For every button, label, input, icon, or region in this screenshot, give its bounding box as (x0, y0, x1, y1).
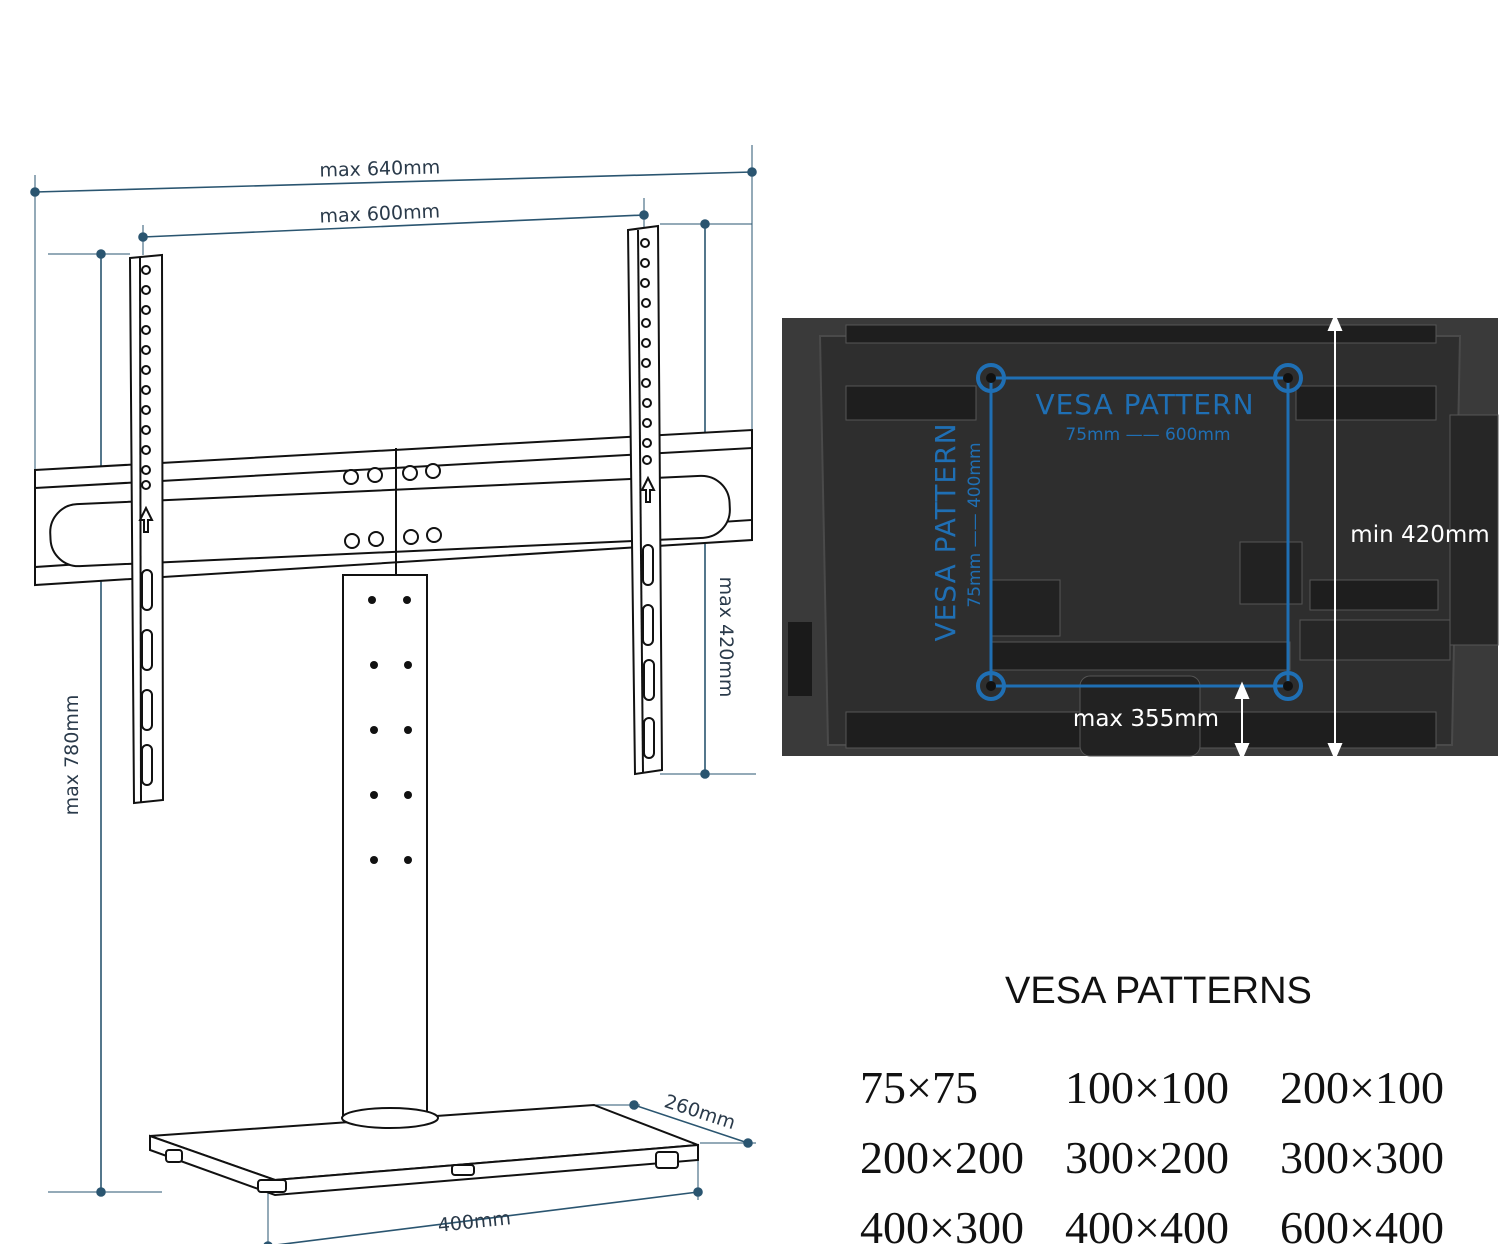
vesa-pattern-item: 600×400 (1280, 1202, 1444, 1253)
dim-label-max-600: max 600mm (319, 200, 441, 227)
dim-label-400: 400mm (437, 1207, 512, 1237)
vesa-pattern-item: 400×300 (860, 1202, 1024, 1253)
tv-back (782, 313, 1499, 761)
vesa-horizontal-label: VESA PATTERN (1035, 388, 1254, 421)
vesa-vertical-range: 75mm —— 400mm (965, 442, 985, 607)
vesa-pattern-item: 200×100 (1280, 1062, 1444, 1113)
vesa-pattern-item: 300×200 (1065, 1132, 1229, 1183)
vesa-vertical-label: VESA PATTERN (929, 422, 962, 641)
vesa-pattern-item: 200×200 (860, 1132, 1024, 1183)
dimension-lines (30, 145, 757, 1244)
vesa-pattern-item: 75×75 (860, 1062, 978, 1113)
vesa-patterns-title: VESA PATTERNS (1005, 970, 1312, 1012)
vesa-pattern-item: 300×300 (1280, 1132, 1444, 1183)
stand-drawing (34, 224, 753, 1197)
min-420-label: min 420mm (1350, 522, 1489, 548)
vesa-patterns-grid: 75×75 100×100 200×100 200×200 300×200 30… (860, 1062, 1480, 1254)
vesa-pattern-item: 400×400 (1065, 1202, 1229, 1253)
dim-label-max-640: max 640mm (319, 156, 440, 181)
dim-label-max-420: max 420mm (715, 577, 737, 698)
dim-label-max-780: max 780mm (61, 695, 83, 816)
vesa-pattern-item: 100×100 (1065, 1062, 1229, 1113)
max-355-label: max 355mm (1073, 706, 1219, 732)
vesa-horizontal-range: 75mm —— 600mm (1065, 425, 1230, 445)
